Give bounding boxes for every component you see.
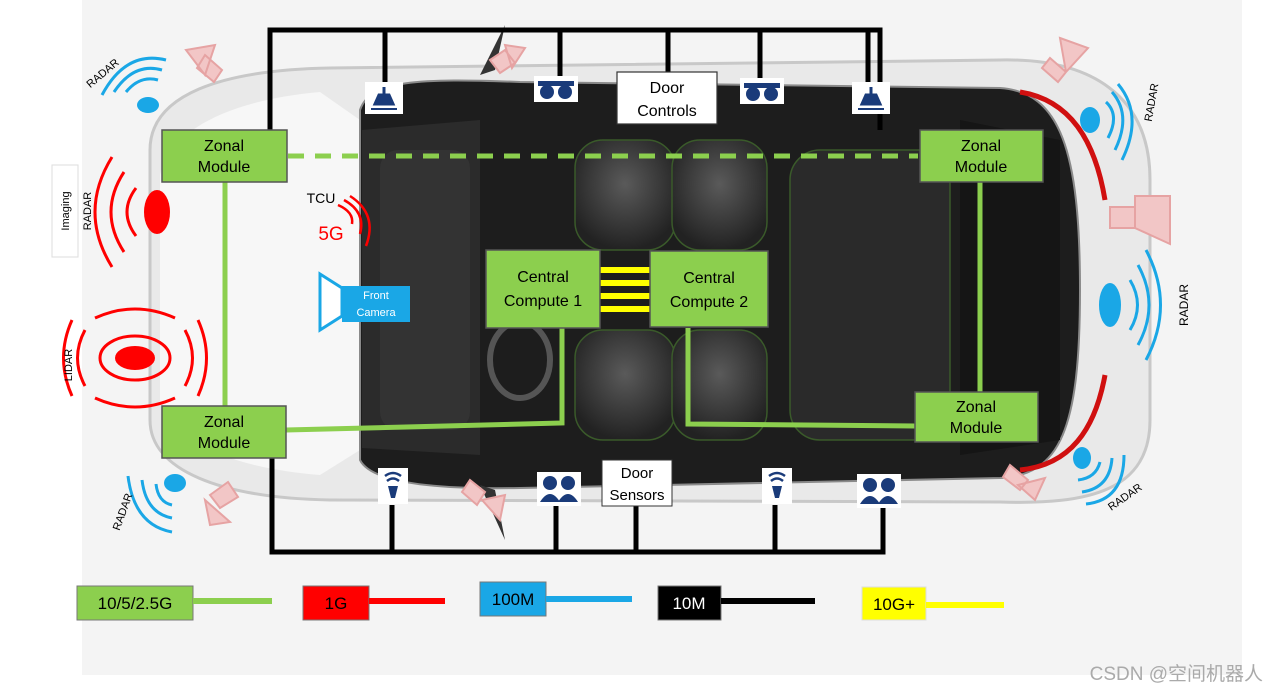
zonal-module-rear-right: Zonal Module bbox=[914, 391, 1039, 443]
front-camera: Front Camera bbox=[318, 271, 410, 333]
legend: 10/5/2.5G 1G 100M 10M 10G+ bbox=[76, 581, 1004, 621]
module-label: Compute 1 bbox=[504, 293, 582, 310]
central-compute-1: Central Compute 1 bbox=[485, 249, 601, 329]
legend-item-10m: 10M bbox=[657, 585, 815, 621]
radar-front-left bbox=[100, 56, 167, 113]
module-label: Zonal bbox=[961, 138, 1001, 155]
window-switch-icon bbox=[740, 78, 784, 104]
tcu-label: TCU bbox=[307, 190, 336, 206]
door-label: Door bbox=[650, 80, 685, 97]
5g-label: 5G bbox=[318, 224, 343, 245]
legend-item-1g: 1G bbox=[302, 585, 445, 621]
tcu-module: TCU 5G bbox=[307, 190, 371, 247]
legend-label: 10G+ bbox=[873, 595, 915, 614]
central-compute-2: Central Compute 2 bbox=[649, 250, 769, 328]
lidar-sensor bbox=[62, 307, 208, 409]
module-label: Module bbox=[198, 435, 251, 452]
front-camera-label: Camera bbox=[356, 307, 396, 319]
module-label: Module bbox=[950, 420, 1003, 437]
lidar-label: LIDAR bbox=[63, 349, 75, 381]
module-label: Module bbox=[198, 159, 251, 176]
module-label: Central bbox=[683, 270, 735, 287]
module-label: Central bbox=[517, 269, 569, 286]
links-green bbox=[222, 153, 983, 433]
bus-10m bbox=[267, 27, 886, 555]
front-camera-label: Front bbox=[363, 290, 389, 302]
legend-item-100m: 100M bbox=[479, 581, 632, 617]
radar-rear-left bbox=[126, 474, 186, 534]
radar-rear-center bbox=[1099, 249, 1162, 361]
imaging-radar-label: Imaging RADAR bbox=[51, 164, 94, 258]
zonal-module-front-left: Zonal Module bbox=[161, 129, 288, 183]
zonal-module-rear-left: Zonal Module bbox=[161, 405, 287, 459]
imaging-radar-line2: RADAR bbox=[82, 192, 94, 231]
legend-label: 1G bbox=[325, 594, 348, 613]
legend-label: 10M bbox=[672, 594, 705, 613]
radar-label: RADAR bbox=[1177, 284, 1191, 326]
module-label: Module bbox=[955, 159, 1008, 176]
door-label: Controls bbox=[637, 103, 697, 120]
legend-label: 100M bbox=[492, 590, 535, 609]
occupant-sensor-icon bbox=[857, 474, 901, 508]
imaging-radar bbox=[93, 156, 170, 268]
legend-item-10g-plus: 10G+ bbox=[861, 586, 1004, 621]
proximity-sensor-icon bbox=[378, 468, 408, 504]
zonal-module-front-right: Zonal Module bbox=[919, 129, 1044, 183]
module-label: Zonal bbox=[204, 414, 244, 431]
legend-label: 10/5/2.5G bbox=[98, 594, 173, 613]
module-label: Compute 2 bbox=[670, 294, 748, 311]
legend-item-10-5-2-5g: 10/5/2.5G bbox=[76, 585, 272, 621]
imaging-radar-line1: Imaging bbox=[60, 191, 72, 230]
camera-icon bbox=[184, 36, 1171, 527]
occupant-sensor-icon bbox=[537, 472, 581, 506]
links-yellow bbox=[600, 267, 652, 312]
module-label: Zonal bbox=[204, 138, 244, 155]
speaker-icon bbox=[852, 82, 890, 114]
radar-rear-right bbox=[1073, 447, 1126, 506]
proximity-sensor-icon bbox=[762, 468, 792, 504]
door-controls-box: Door Controls bbox=[616, 71, 718, 125]
watermark-text: CSDN @空间机器人 bbox=[1090, 663, 1263, 685]
door-label: Sensors bbox=[609, 487, 664, 504]
radar-front-right bbox=[1080, 83, 1134, 161]
window-switch-icon bbox=[534, 76, 578, 102]
door-label: Door bbox=[621, 465, 654, 482]
speaker-icon bbox=[365, 82, 403, 114]
module-label: Zonal bbox=[956, 399, 996, 416]
door-sensors-box: Door Sensors bbox=[601, 459, 673, 507]
